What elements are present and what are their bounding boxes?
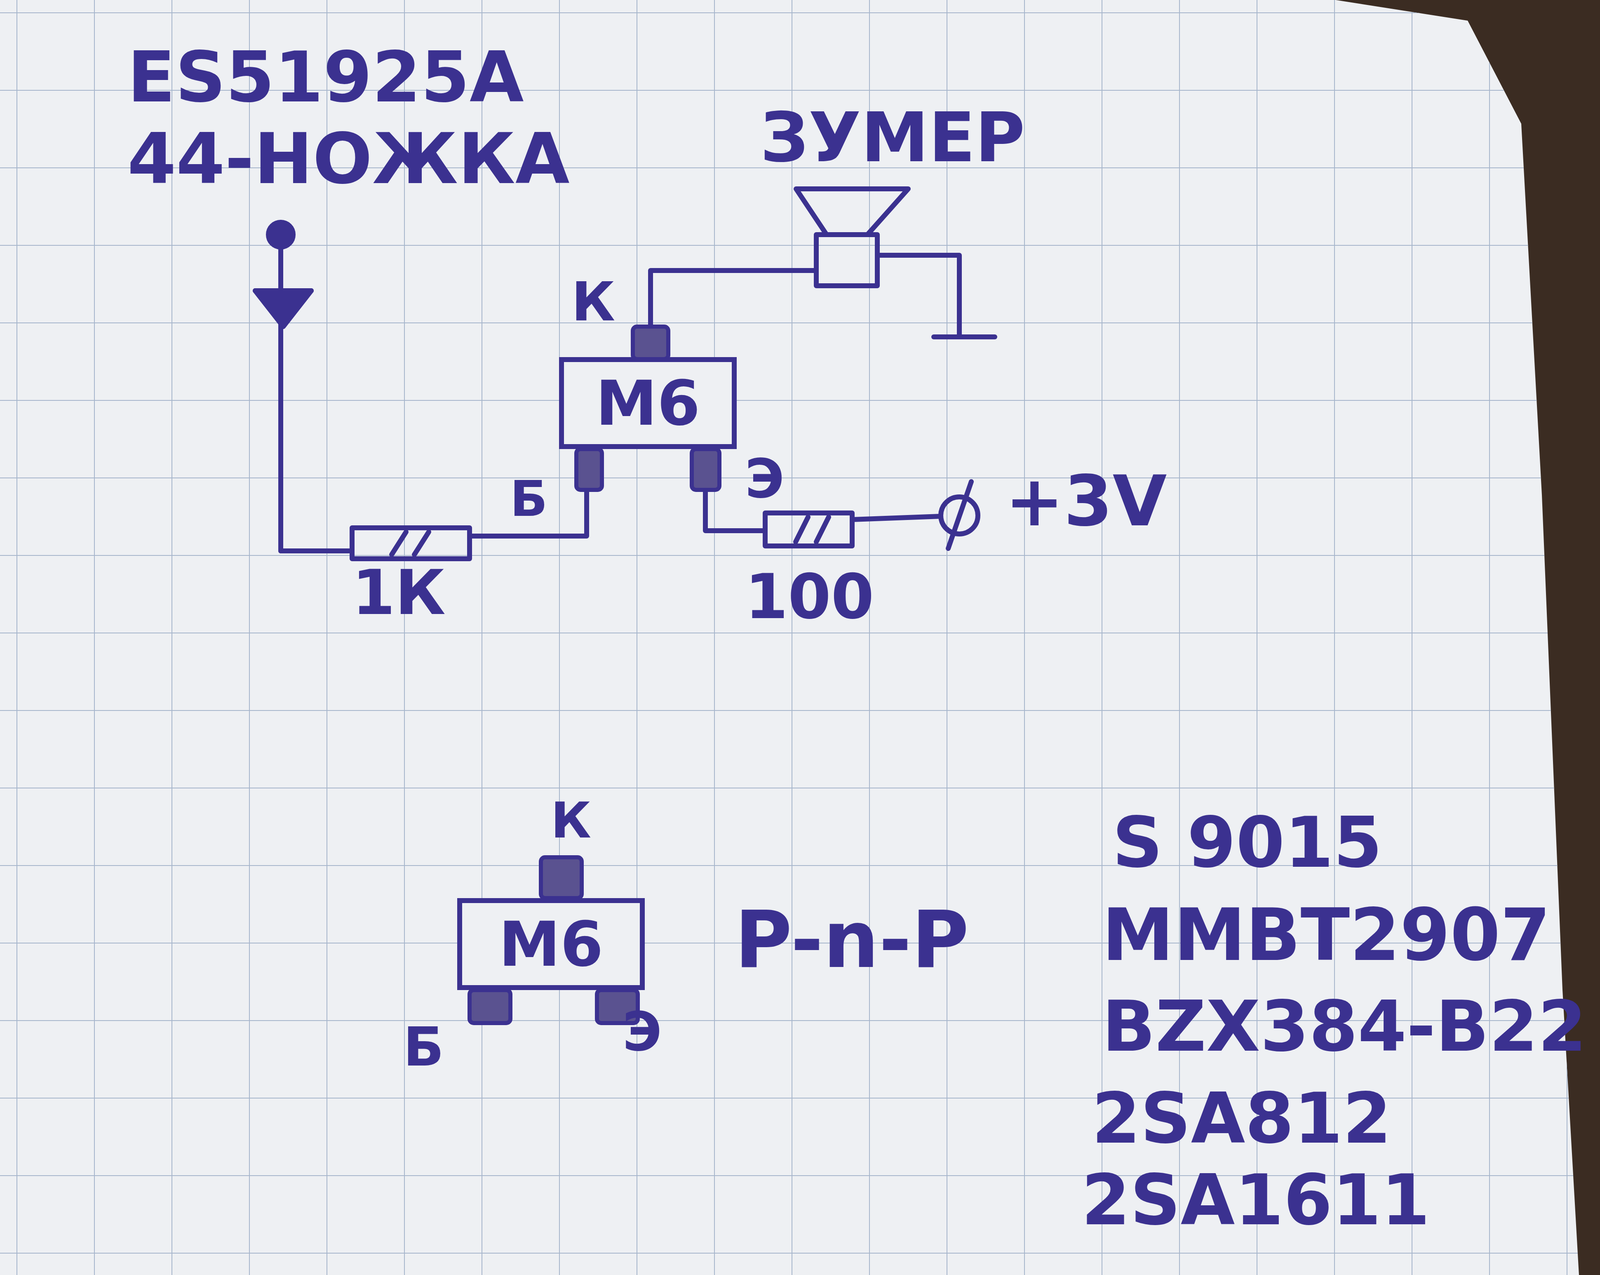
label-text: Э — [744, 451, 785, 506]
buzzer-cone — [796, 188, 909, 235]
label-text: 100 — [744, 565, 875, 628]
resistor-hatch — [391, 531, 407, 555]
buzzer-symbol — [816, 234, 878, 286]
label-text: К — [571, 274, 616, 329]
wire — [852, 516, 941, 520]
resistor-hatch — [795, 516, 809, 542]
label-text: ES51925A — [127, 42, 524, 113]
base-pin — [576, 448, 602, 490]
resistor-hatch — [414, 531, 429, 555]
part-marking: M6 — [595, 372, 701, 435]
label-text: 2SA812 — [1091, 1083, 1392, 1154]
resistor-symbol — [765, 512, 853, 546]
label-text: 1К — [352, 561, 446, 624]
label-text: MMBT2907 — [1101, 898, 1551, 971]
pin-dot — [268, 222, 294, 247]
collector-pin — [540, 857, 582, 898]
label-text: BZX384-B22 — [1101, 991, 1587, 1062]
wires — [255, 188, 995, 559]
base-pin — [469, 989, 511, 1023]
part-marking: M6 — [498, 913, 604, 976]
diode-symbol — [255, 290, 312, 327]
wire — [877, 255, 960, 337]
label-text: S 9015 — [1112, 807, 1383, 878]
label-text: +3V — [1005, 465, 1167, 536]
wire — [280, 548, 353, 554]
label-text: P-n-P — [734, 900, 969, 980]
label-text: 2SA1611 — [1081, 1164, 1430, 1235]
wire — [650, 270, 817, 327]
label-text: К — [550, 795, 592, 846]
transistor-body: M6 — [457, 897, 645, 990]
resistor-symbol — [352, 527, 470, 559]
emitter-pin — [691, 448, 720, 490]
label-text: Б — [509, 474, 548, 524]
label-text: Э — [622, 1004, 662, 1059]
label-text: ЗУМЕР — [760, 103, 1025, 172]
diode-bar — [255, 288, 312, 294]
collector-pin — [632, 326, 669, 360]
ground-symbol — [933, 334, 995, 340]
transistor-body: M6 — [559, 357, 737, 449]
label-text: Б — [403, 1019, 445, 1074]
resistor-hatch — [816, 516, 829, 542]
terminal-slash — [948, 481, 972, 549]
label-text: 44-НОЖКА — [127, 123, 570, 194]
